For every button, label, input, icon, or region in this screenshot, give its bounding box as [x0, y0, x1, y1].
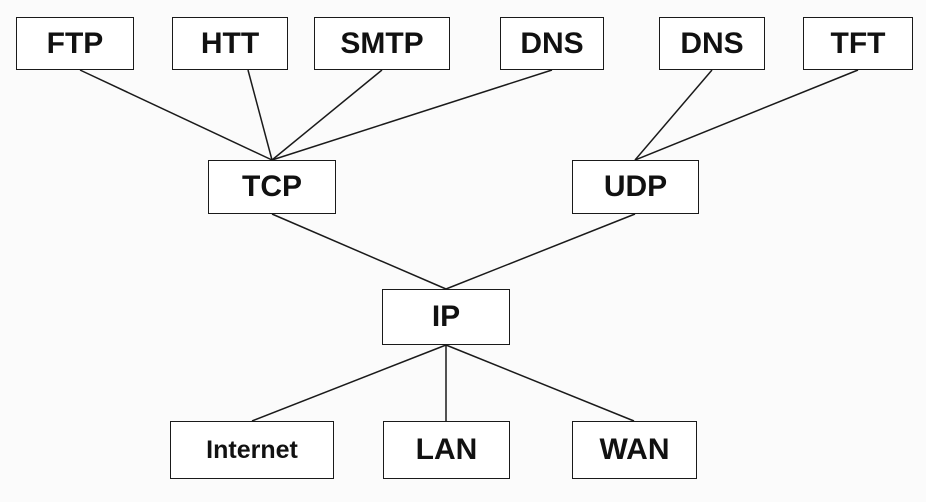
node-tftp: TFT: [803, 17, 913, 70]
edge-ip-internet: [251, 344, 447, 422]
node-dns-tcp: DNS: [500, 17, 604, 70]
edge-tftp-udp: [634, 69, 859, 161]
edge-ip-wan: [445, 344, 635, 422]
edge-http-tcp: [247, 69, 273, 161]
node-internet: Internet: [170, 421, 334, 479]
node-ip: IP: [382, 289, 510, 345]
node-dns-udp: DNS: [659, 17, 765, 70]
node-wan: WAN: [572, 421, 697, 479]
node-lan: LAN: [383, 421, 510, 479]
node-udp: UDP: [572, 160, 699, 214]
edge-dns-udp: [634, 69, 713, 161]
edge-ftp-tcp: [79, 69, 273, 161]
edge-tcp-ip: [271, 213, 447, 290]
edge-dns-tcp: [271, 69, 553, 161]
edge-udp-ip: [445, 213, 636, 290]
node-smtp: SMTP: [314, 17, 450, 70]
node-ftp: FTP: [16, 17, 134, 70]
node-tcp: TCP: [208, 160, 336, 214]
node-http: HTT: [172, 17, 288, 70]
edge-smtp-tcp: [271, 69, 383, 161]
